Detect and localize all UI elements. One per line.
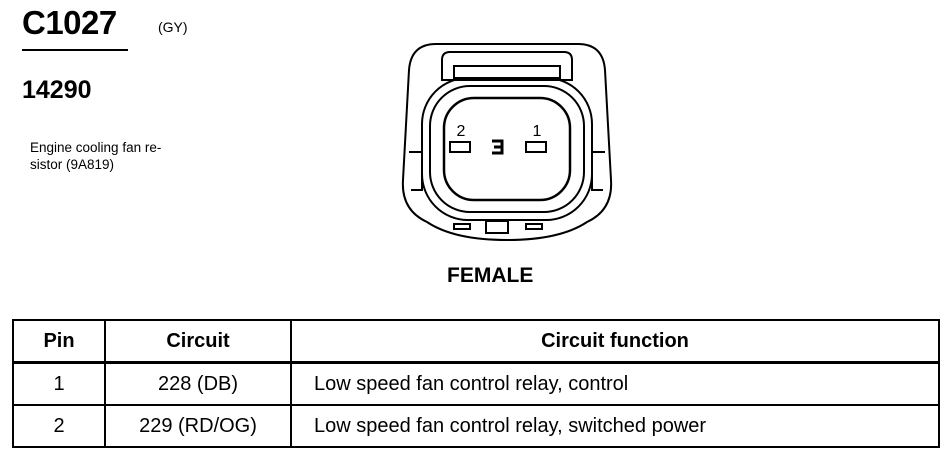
keying-slot <box>525 223 543 230</box>
connector-seal-inner <box>429 85 585 213</box>
circuit-cell: 229 (RD/OG) <box>104 404 292 448</box>
connector-gender-label: FEMALE <box>447 264 534 287</box>
keying-slot <box>485 220 509 234</box>
description-line: Engine cooling fan re- <box>30 140 162 155</box>
circuit-function-cell: Low speed fan control relay, control <box>290 361 940 406</box>
circuit-cell: 228 (DB) <box>104 361 292 406</box>
pin-cell: 2 <box>12 404 106 448</box>
pin-1-label: 1 <box>533 123 542 140</box>
table-header-row: Pin Circuit Circuit function <box>12 319 940 364</box>
center-index-mark <box>492 139 504 155</box>
part-number: 14290 <box>22 76 92 104</box>
connector-housing <box>401 43 613 242</box>
keying-slot <box>453 223 471 230</box>
pinout-table: Pin Circuit Circuit function 1 228 (DB) … <box>12 319 940 448</box>
circuit-function-column-header: Circuit function <box>290 319 940 364</box>
pin-2-terminal <box>449 141 471 153</box>
connector-cavity <box>442 96 572 202</box>
connector-id: C1027 <box>22 4 117 41</box>
connector-seal-outer <box>421 77 593 221</box>
connector-face-diagram: 2 1 <box>401 43 613 242</box>
table-row: 1 228 (DB) Low speed fan control relay, … <box>12 361 940 406</box>
circuit-function-cell: Low speed fan control relay, switched po… <box>290 404 940 448</box>
connector-latch <box>441 51 573 81</box>
pin-column-header: Pin <box>12 319 106 364</box>
pin-cell: 1 <box>12 361 106 406</box>
connector-id-underline <box>22 49 128 51</box>
description-line: sistor (9A819) <box>30 157 115 172</box>
table-row: 2 229 (RD/OG) Low speed fan control rela… <box>12 404 940 448</box>
circuit-column-header: Circuit <box>104 319 292 364</box>
connector-color-code: (GY) <box>158 19 188 35</box>
component-description: Engine cooling fan re- sistor (9A819) <box>30 139 220 173</box>
pin-1-terminal <box>525 141 547 153</box>
pin-2-label: 2 <box>457 123 466 140</box>
